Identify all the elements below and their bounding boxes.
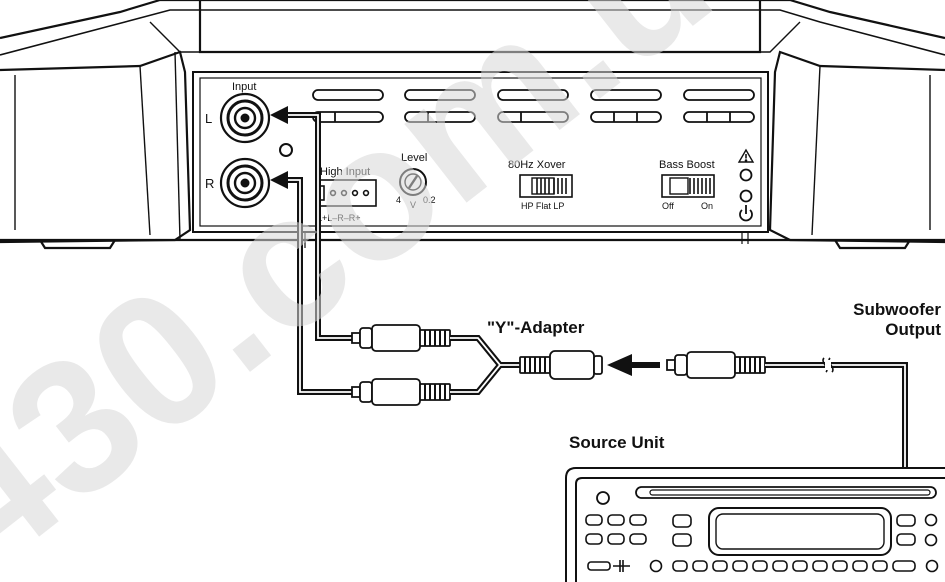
- warning-icon: [737, 148, 755, 163]
- level-max-label: 0.2: [423, 195, 436, 205]
- bass-boost-on-label: On: [701, 201, 713, 211]
- rca-input-left-jack[interactable]: [219, 92, 271, 144]
- level-unit-label: V: [410, 200, 416, 210]
- subwoofer-cable-inner: [765, 364, 906, 468]
- subwoofer-output-label-line2: Output: [885, 320, 941, 339]
- xover-switch[interactable]: [519, 174, 573, 198]
- power-icon: [739, 205, 753, 222]
- arrow-left-icon: [270, 171, 288, 189]
- bass-boost-label: Bass Boost: [659, 159, 715, 171]
- rca-plug-left: [351, 324, 451, 352]
- bass-boost-switch[interactable]: [661, 174, 715, 198]
- high-input-label: High Input: [320, 166, 370, 178]
- bass-boost-off-label: Off: [662, 201, 674, 211]
- level-min-label: 4: [396, 195, 401, 205]
- cooling-slots: [312, 89, 755, 123]
- arrow-left-icon: [607, 354, 660, 376]
- source-unit-label: Source Unit: [569, 433, 665, 452]
- rca-input-right-jack[interactable]: [219, 157, 271, 209]
- level-knob[interactable]: [399, 168, 427, 196]
- cable-break-gap: [825, 360, 831, 370]
- cable-left-inner: [282, 114, 372, 339]
- cable-right-inner: [282, 179, 372, 393]
- arrow-left-icon: [270, 106, 288, 124]
- y-adapter-inner: [450, 337, 522, 393]
- xover-options-label: HP Flat LP: [521, 201, 564, 211]
- status-led-1: [739, 168, 753, 182]
- y-adapter-body: [519, 350, 603, 380]
- right-channel-label: R: [205, 176, 214, 191]
- rca-plug-right: [351, 378, 451, 406]
- level-label: Level: [401, 152, 427, 164]
- y-adapter-label: "Y"-Adapter: [487, 318, 585, 337]
- led-indicator: [279, 143, 293, 157]
- subwoofer-cable: [765, 362, 908, 468]
- subwoofer-cable-plug: [666, 351, 766, 379]
- source-unit: [565, 467, 945, 582]
- left-channel-label: L: [205, 111, 212, 126]
- high-input-pins-label: L+L–R–R+: [317, 213, 361, 223]
- status-led-2: [739, 189, 753, 203]
- input-label: Input: [232, 81, 256, 93]
- subwoofer-output-label-line1: Subwoofer: [853, 300, 941, 319]
- xover-label: 80Hz Xover: [508, 159, 566, 171]
